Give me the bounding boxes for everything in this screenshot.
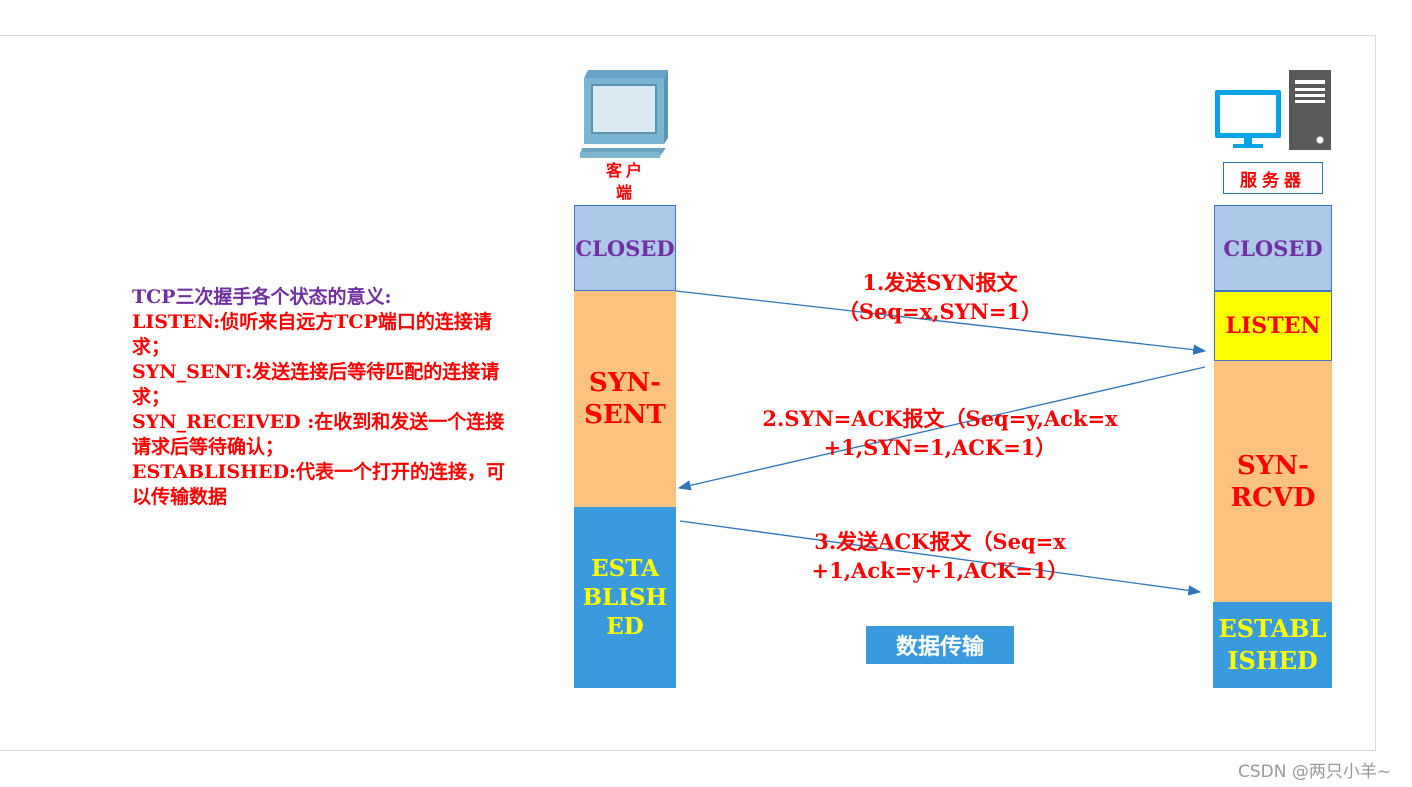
step1-line2: （Seq=x,SYN=1） xyxy=(837,299,1043,324)
ack-arrow xyxy=(679,520,1202,596)
legend-line: SYN_SENT:发送连接后等待匹配的连接请 xyxy=(132,361,500,383)
step1-message: 1.发送SYN报文 （Seq=x,SYN=1） xyxy=(780,268,1100,326)
data-transfer-box: 数据传输 xyxy=(866,626,1014,664)
server-state-listen: LISTEN xyxy=(1214,291,1332,361)
step2-message: 2.SYN=ACK报文（Seq=y,Ack=x +1,SYN=1,ACK=1） xyxy=(740,404,1140,462)
step3-line1: 3.发送ACK报文（Seq=x xyxy=(814,529,1066,554)
legend-line: 以传输数据 xyxy=(132,486,228,508)
step2-line2: +1,SYN=1,ACK=1） xyxy=(823,435,1057,460)
step1-line1: 1.发送SYN报文 xyxy=(862,270,1018,295)
client-state-syn-sent: SYN-SENT xyxy=(574,291,676,507)
csdn-watermark: CSDN @两只小羊~ xyxy=(1238,762,1392,782)
legend-line: 求； xyxy=(132,386,171,408)
server-computer-icon xyxy=(1215,70,1331,150)
legend-line: 求； xyxy=(132,336,171,358)
client-computer-icon xyxy=(580,70,668,158)
legend-line: LISTEN:侦听来自远方TCP端口的连接请 xyxy=(132,311,492,333)
step3-line2: +1,Ack=y+1,ACK=1） xyxy=(811,558,1069,583)
diagram-frame xyxy=(0,35,1376,751)
client-state-closed: CLOSED xyxy=(574,205,676,291)
legend-line: SYN_RECEIVED :在收到和发送一个连接 xyxy=(132,411,505,433)
syn-arrow xyxy=(675,290,1207,355)
server-state-established: ESTABLISHED xyxy=(1213,602,1332,688)
server-label: 服务器 xyxy=(1223,162,1323,194)
client-label: 客户端 xyxy=(605,161,646,202)
legend-line: 请求后等待确认； xyxy=(132,436,285,458)
server-state-syn-rcvd: SYN-RCVD xyxy=(1214,361,1332,602)
syn-ack-arrow xyxy=(677,366,1206,491)
step3-message: 3.发送ACK报文（Seq=x +1,Ack=y+1,ACK=1） xyxy=(780,527,1100,585)
client-state-established: ESTABLISHED xyxy=(574,507,676,688)
step2-line1: 2.SYN=ACK报文（Seq=y,Ack=x xyxy=(762,406,1118,431)
legend-title: TCP三次握手各个状态的意义: xyxy=(132,286,392,308)
legend-line: ESTABLISHED:代表一个打开的连接，可 xyxy=(132,461,505,483)
server-state-closed: CLOSED xyxy=(1214,205,1332,291)
